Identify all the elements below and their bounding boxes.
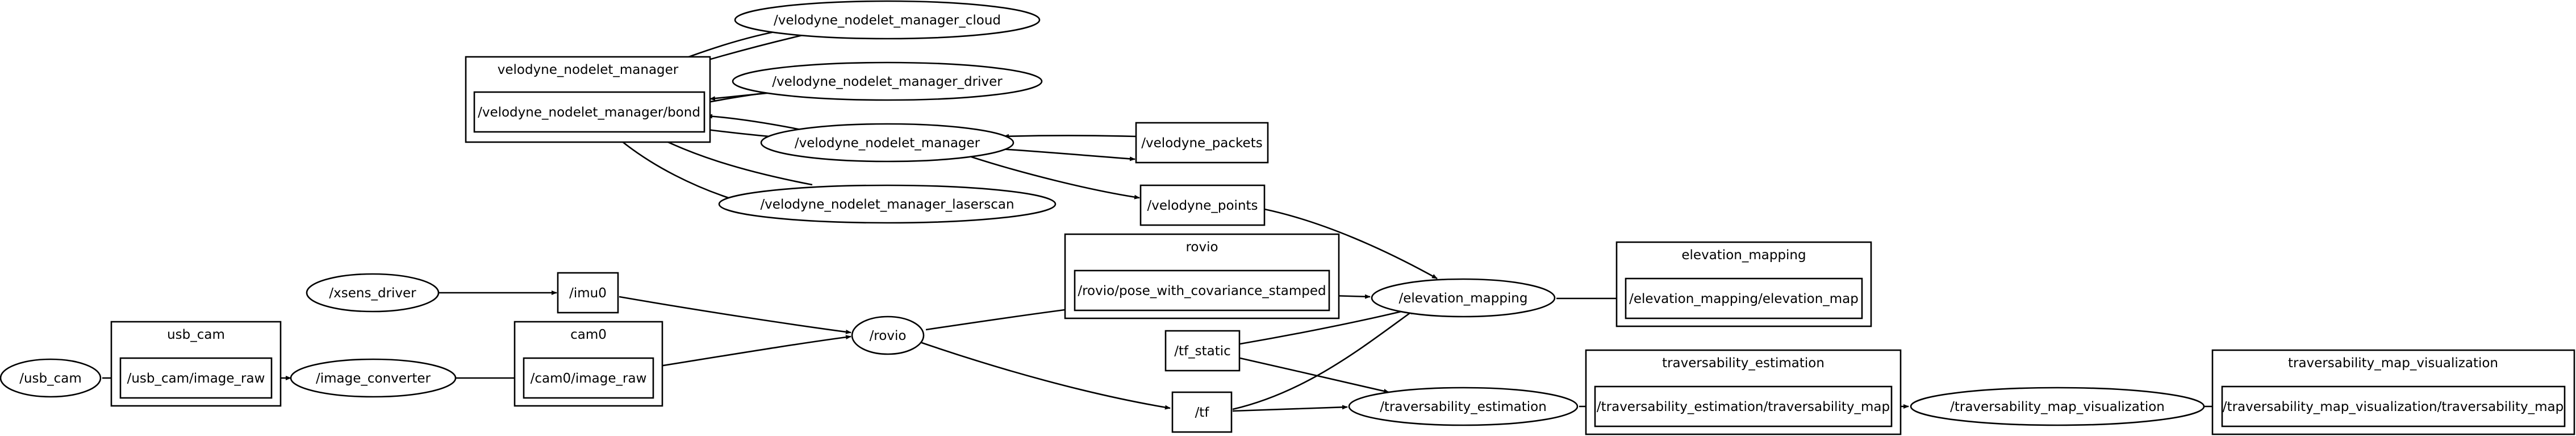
node-label: /velodyne_nodelet_manager [795, 136, 980, 151]
node-label: /image_converter [316, 371, 431, 386]
cluster-label: usb_cam [167, 327, 225, 342]
topic-velodyne-points[interactable]: /velodyne_points [1139, 184, 1266, 226]
node-usb-cam[interactable]: /usb_cam [0, 358, 102, 398]
node-velodyne-nodelet-manager-driver[interactable]: /velodyne_nodelet_manager_driver [732, 61, 1043, 101]
edge-tfstatic-to-traversability[interactable] [1239, 357, 1389, 393]
topic-elevation-map[interactable]: /elevation_mapping/elevation_map [1625, 277, 1863, 319]
topic-usb-cam-image-raw[interactable]: /usb_cam/image_raw [119, 357, 273, 399]
topic-rovio-pose[interactable]: /rovio/pose_with_covariance_stamped [1074, 269, 1330, 312]
topic-traversability-map[interactable]: /traversability_estimation/traversabilit… [1594, 385, 1893, 427]
node-xsens-driver[interactable]: /xsens_driver [306, 273, 440, 313]
edge-points-to-elevation[interactable] [1264, 208, 1438, 280]
topic-tf-static[interactable]: /tf_static [1164, 330, 1241, 372]
node-label: /xsens_driver [329, 286, 416, 301]
edge-manager-to-bond[interactable] [707, 114, 807, 132]
edge-imu0-to-rovio[interactable] [619, 296, 851, 334]
topic-label: /traversability_map_visualization/traver… [2223, 400, 2564, 414]
node-velodyne-nodelet-manager-laserscan[interactable]: /velodyne_nodelet_manager_laserscan [718, 184, 1057, 224]
topic-label: /usb_cam/image_raw [127, 371, 265, 386]
node-velodyne-nodelet-manager-cloud[interactable]: /velodyne_nodelet_manager_cloud [734, 0, 1041, 40]
node-traversability-map-visualization[interactable]: /traversability_map_visualization [1910, 387, 2205, 426]
node-rovio[interactable]: /rovio [851, 315, 925, 355]
topic-velodyne-bond[interactable]: /velodyne_nodelet_manager/bond [473, 91, 705, 133]
topic-label: /cam0/image_raw [531, 371, 647, 386]
edge-manager-to-packets[interactable] [999, 148, 1135, 161]
node-label: /elevation_mapping [1399, 291, 1528, 306]
topic-label: /imu0 [569, 286, 607, 301]
node-label: /usb_cam [19, 371, 82, 386]
cluster-label: traversability_map_visualization [2288, 356, 2498, 371]
topic-label: /tf [1195, 405, 1210, 420]
topic-label: /velodyne_nodelet_manager/bond [478, 105, 700, 120]
topic-imu0[interactable]: /imu0 [557, 272, 619, 314]
node-elevation-mapping[interactable]: /elevation_mapping [1371, 278, 1556, 318]
node-label: /velodyne_nodelet_manager_laserscan [760, 197, 1014, 212]
cluster-label: cam0 [570, 327, 607, 342]
edge-rovio-to-pose[interactable] [925, 307, 1074, 331]
topic-traversability-map-visualization[interactable]: /traversability_map_visualization/traver… [2221, 385, 2566, 427]
node-label: /rovio [870, 329, 907, 343]
cluster-label: rovio [1185, 240, 1218, 255]
edge-cam0-to-rovio[interactable] [656, 335, 851, 368]
node-label: /traversability_map_visualization [1950, 400, 2165, 414]
edge-tf-to-traversability[interactable] [1232, 405, 1348, 412]
cluster-label: traversability_estimation [1662, 356, 1825, 371]
edge-manager-to-points[interactable] [971, 156, 1140, 200]
node-label: /velodyne_nodelet_manager_driver [772, 74, 1003, 89]
cluster-label: elevation_mapping [1681, 248, 1806, 263]
topic-label: /velodyne_points [1147, 198, 1258, 213]
node-label: /velodyne_nodelet_manager_cloud [774, 13, 1001, 28]
node-image-converter[interactable]: /image_converter [290, 358, 457, 398]
topic-label: /traversability_estimation/traversabilit… [1597, 400, 1890, 414]
node-velodyne-nodelet-manager[interactable]: /velodyne_nodelet_manager [760, 123, 1014, 163]
topic-tf[interactable]: /tf [1171, 391, 1233, 433]
node-label: /traversability_estimation [1380, 400, 1547, 414]
topic-label: /rovio/pose_with_covariance_stamped [1078, 284, 1326, 298]
topic-cam0-image-raw[interactable]: /cam0/image_raw [523, 357, 654, 399]
edge-packets-to-manager[interactable] [1003, 134, 1137, 139]
topic-velodyne-packets[interactable]: /velodyne_packets [1135, 122, 1269, 164]
edge-rovio-to-tf[interactable] [920, 341, 1171, 410]
topic-label: /elevation_mapping/elevation_map [1629, 292, 1859, 306]
topic-label: /tf_static [1174, 344, 1231, 359]
edge-tf-to-elevation[interactable] [1232, 309, 1415, 410]
topic-label: /velodyne_packets [1141, 136, 1262, 151]
cluster-label: velodyne_nodelet_manager [498, 63, 679, 77]
node-traversability-estimation[interactable]: /traversability_estimation [1348, 387, 1579, 426]
